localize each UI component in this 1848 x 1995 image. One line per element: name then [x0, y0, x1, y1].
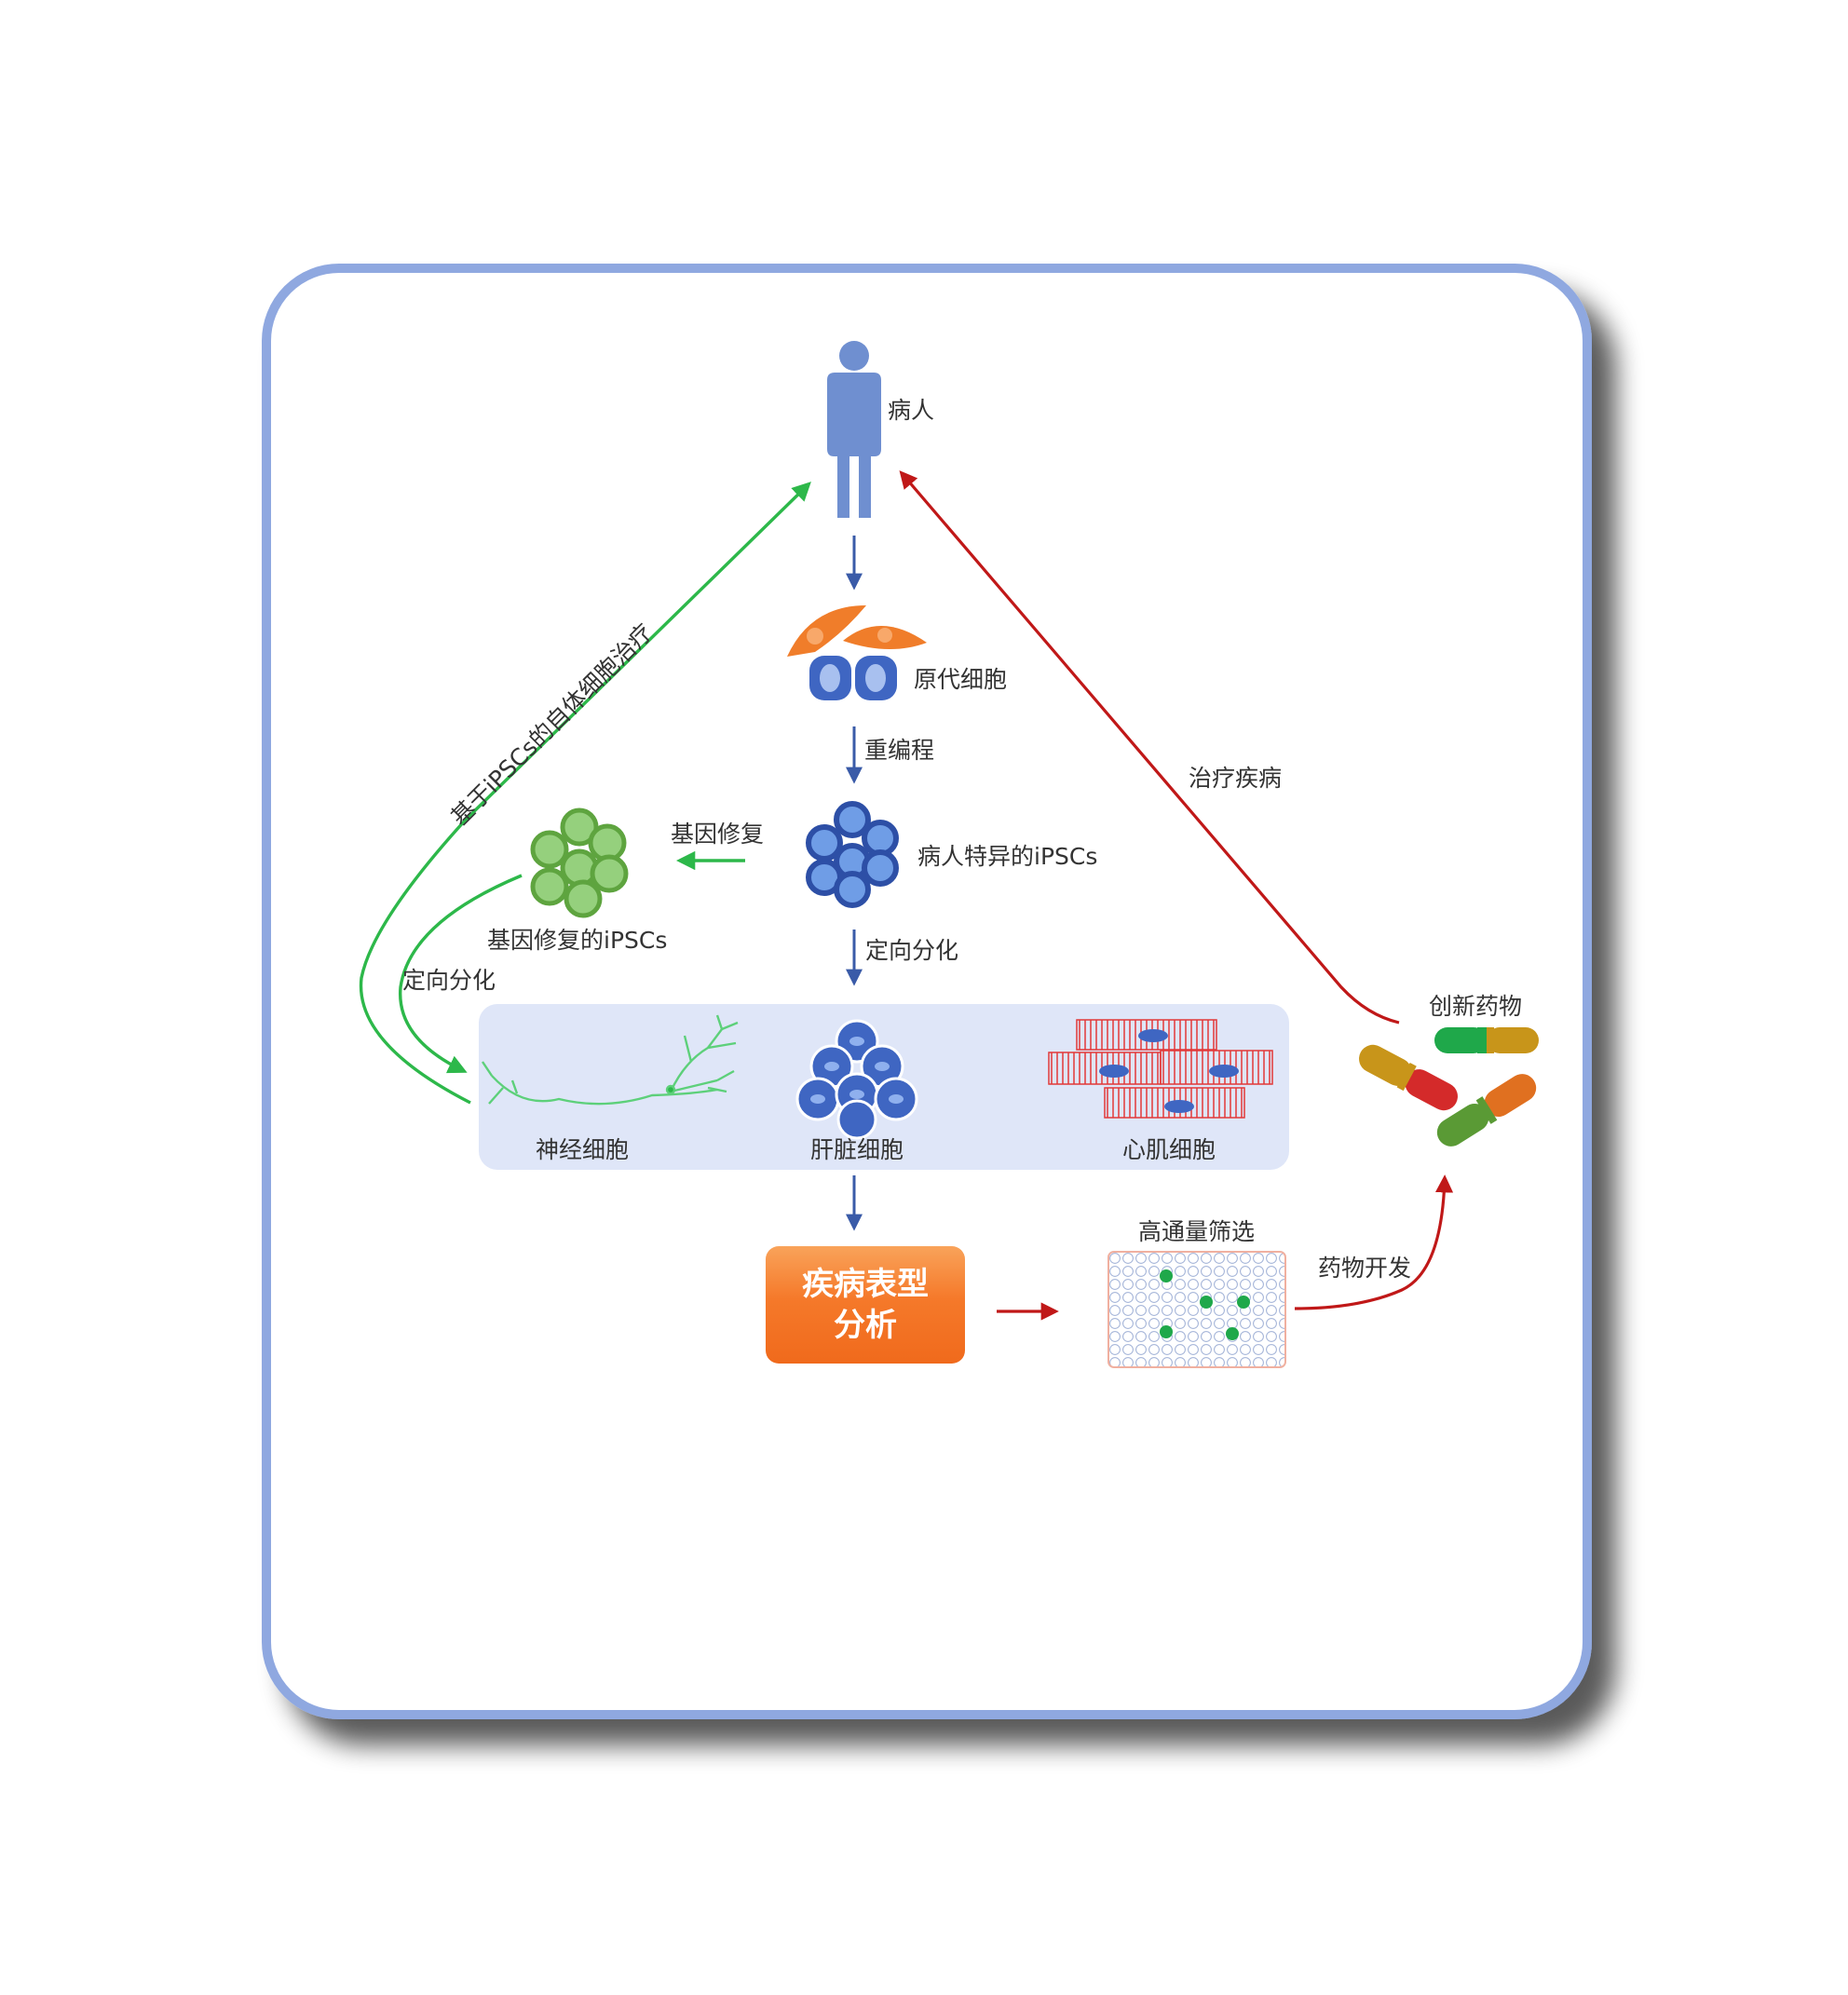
cardiomyocyte-icon	[1048, 1019, 1273, 1119]
screening-plate-icon	[1107, 1251, 1286, 1368]
primary-cells-label: 原代细胞	[914, 666, 1008, 693]
neuron-icon	[482, 1014, 739, 1106]
flow-arrows-red	[899, 470, 1454, 1321]
treat-disease-label: 治疗疾病	[1189, 765, 1283, 792]
patient-label: 病人	[888, 397, 935, 424]
patient-ipscs-label: 病人特异的iPSCs	[917, 843, 1098, 870]
patient-ipscs-icon	[806, 801, 899, 908]
new-drug-label: 创新药物	[1429, 993, 1523, 1020]
repaired-ipscs-icon	[530, 808, 629, 918]
hepatocyte-label: 肝脏细胞	[810, 1136, 904, 1163]
arrow-autologous-therapy	[359, 482, 811, 1105]
repaired-ipscs-label: 基因修复的iPSCs	[487, 927, 668, 954]
screening-label: 高通量筛选	[1138, 1218, 1256, 1245]
arrow-drug-development	[1294, 1174, 1454, 1310]
capsules-icon	[1359, 1027, 1539, 1147]
hepatocyte-icon	[795, 1019, 918, 1140]
drug-development-label: 药物开发	[1318, 1255, 1412, 1282]
neuron-label: 神经细胞	[536, 1136, 630, 1163]
reprogramming-label: 重编程	[864, 737, 935, 764]
arrow-repaired-to-neuron	[399, 874, 523, 1074]
gene-repair-label: 基因修复	[671, 821, 765, 848]
directed-diff-left-label: 定向分化	[402, 967, 496, 994]
flow-arrows-green	[359, 482, 811, 1105]
cardiomyocyte-label: 心肌细胞	[1122, 1136, 1216, 1163]
primary-cells-icon	[787, 605, 927, 700]
phenotype-box	[766, 1246, 965, 1364]
patient-icon	[827, 341, 881, 518]
directed-diff-center-label: 定向分化	[865, 937, 959, 964]
arrow-treat-disease	[899, 470, 1400, 1025]
